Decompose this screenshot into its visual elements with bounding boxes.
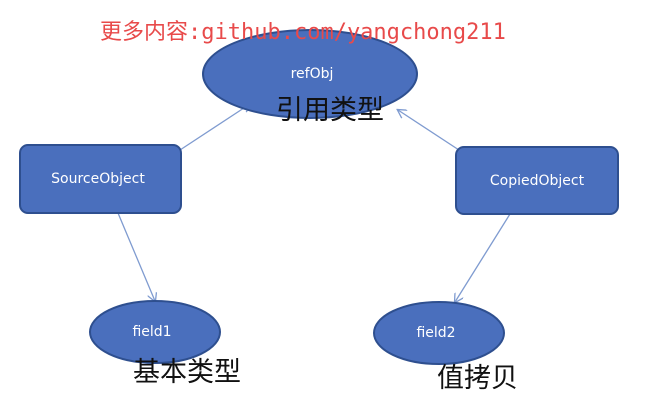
node-copiedobject: CopiedObject [455, 146, 619, 215]
caption-value-copy: 值拷贝 [437, 363, 518, 394]
edge-copied-to-ref [398, 110, 463, 153]
node-field2: field2 [373, 301, 505, 365]
node-sourceobject-label: SourceObject [51, 171, 145, 187]
edge-copied-to-field2 [455, 213, 511, 302]
node-field1-label: field1 [132, 324, 171, 340]
edge-source-to-field1 [117, 212, 155, 301]
node-field1: field1 [89, 300, 221, 364]
node-refobj: refObj [202, 29, 418, 119]
caption-primitive-type: 基本类型 [133, 357, 241, 388]
edge-source-to-ref [179, 104, 250, 151]
node-refobj-label: refObj [291, 66, 334, 82]
node-field2-label: field2 [416, 325, 455, 341]
watermark: 更多内容:github.com/yangchong211 [100, 20, 506, 45]
node-copiedobject-label: CopiedObject [490, 173, 585, 189]
caption-reference-type: 引用类型 [276, 95, 384, 126]
node-sourceobject: SourceObject [19, 144, 182, 214]
